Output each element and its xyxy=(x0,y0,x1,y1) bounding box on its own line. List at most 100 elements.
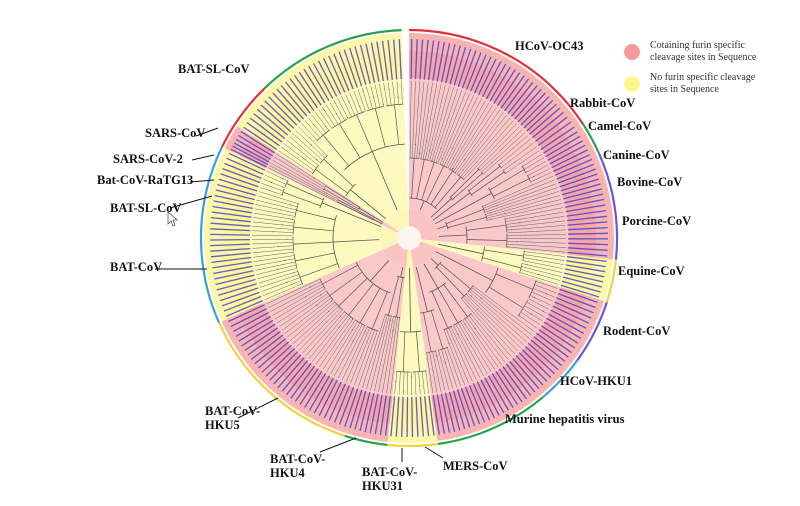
leaf-label-mark xyxy=(308,65,330,102)
leaf-label-mark xyxy=(235,315,272,337)
leaf-label-mark xyxy=(436,394,446,434)
tree-branch xyxy=(371,291,388,330)
tree-node xyxy=(325,126,327,128)
tree-branch xyxy=(522,260,564,269)
leaf-label-mark xyxy=(566,215,607,222)
tree-node xyxy=(452,147,454,149)
leaf-label-mark xyxy=(401,396,404,437)
tree-branch xyxy=(441,349,454,389)
tree-branch xyxy=(322,319,356,370)
leaf-label-mark xyxy=(370,42,380,83)
leaf-label-mark xyxy=(328,383,346,421)
tree-branch xyxy=(293,241,334,245)
tree-branch xyxy=(409,80,412,159)
tree-node xyxy=(301,283,303,285)
clade-ring-arc xyxy=(541,359,579,399)
clade-label: HCoV-OC43 xyxy=(515,39,584,53)
leaf-label-mark xyxy=(563,272,604,283)
tree-branch xyxy=(429,160,439,164)
tree-node xyxy=(491,162,493,164)
leaf-label-mark xyxy=(384,395,391,436)
tree-branch xyxy=(268,281,322,309)
leaf-label-mark xyxy=(298,71,322,106)
tree-node xyxy=(282,224,284,226)
tree-branch xyxy=(256,264,297,275)
leaf-label-mark xyxy=(224,162,262,180)
tree-branch xyxy=(299,307,341,351)
tree-branch xyxy=(411,158,415,199)
tree-branch xyxy=(374,315,392,392)
leaf-label-mark xyxy=(521,349,552,379)
leaf-label-mark xyxy=(359,391,371,432)
tree-node xyxy=(316,304,318,306)
tree-branch xyxy=(506,234,567,236)
leaf-label-mark xyxy=(557,168,596,184)
tree-branch xyxy=(366,86,373,110)
leaf-label-mark xyxy=(524,345,555,375)
tree-branch xyxy=(287,299,334,338)
tree-node xyxy=(446,346,448,349)
leaf-label-mark xyxy=(349,47,363,87)
tree-node xyxy=(452,168,454,170)
tree-node xyxy=(352,340,354,342)
tree-branch xyxy=(429,86,450,161)
leaf-label-mark xyxy=(537,121,572,146)
label-leader-line xyxy=(191,154,215,161)
tree-branch xyxy=(505,207,564,220)
leaf-label-mark xyxy=(510,85,538,117)
leaf-label-mark xyxy=(265,348,296,377)
tree-branch xyxy=(295,305,339,348)
tree-node xyxy=(538,274,540,276)
tree-branch xyxy=(468,290,527,343)
tree-branch xyxy=(412,81,416,159)
leaf-label-mark xyxy=(440,43,451,83)
tree-branch xyxy=(286,139,319,166)
tree-node xyxy=(496,204,498,207)
tree-branch xyxy=(274,156,326,188)
tree-node xyxy=(457,333,459,335)
leaf-label-mark xyxy=(470,54,487,92)
leaf-label-mark xyxy=(369,393,379,434)
tree-branch xyxy=(333,100,345,121)
tree-node xyxy=(419,385,421,387)
tree-branch xyxy=(449,102,490,170)
tree-branch xyxy=(356,114,373,152)
leaf-label-mark xyxy=(495,370,519,406)
tree-branch xyxy=(345,327,371,383)
tree-branch xyxy=(443,329,465,385)
leaf-label-mark xyxy=(556,163,595,180)
tree-branch xyxy=(362,314,386,388)
leaf-label-mark xyxy=(365,43,376,83)
tree-branch xyxy=(485,267,499,293)
tree-branch xyxy=(506,243,566,248)
leaf-label-mark xyxy=(452,390,466,430)
tree-branch xyxy=(486,199,562,219)
tree-branch xyxy=(525,161,547,173)
leaf-label-mark xyxy=(444,392,456,432)
leaf-label-mark xyxy=(220,173,259,188)
tree-branch xyxy=(481,246,485,261)
tree-branch xyxy=(383,83,388,106)
tree-branch xyxy=(396,81,399,105)
leaf-label-mark xyxy=(244,327,279,351)
tree-node xyxy=(504,218,506,220)
legend-furin-text-2: cleavage sites in Sequence xyxy=(650,52,757,63)
leaf-label-mark xyxy=(556,297,594,314)
tree-branch xyxy=(396,371,411,373)
tree-branch xyxy=(341,96,352,118)
tree-branch xyxy=(305,311,345,357)
tree-node xyxy=(289,204,292,206)
leaf-label-mark xyxy=(210,252,251,258)
tree-branch xyxy=(387,82,392,106)
leaf-label-mark xyxy=(213,265,253,275)
tree-branch xyxy=(448,168,457,174)
leaf-label-mark xyxy=(333,53,350,92)
tree-branch xyxy=(464,295,518,352)
leaf-label-mark xyxy=(567,251,608,257)
tree-branch xyxy=(420,309,435,314)
legend-no-furin-text-1: No furin specific cleavage xyxy=(650,72,756,83)
tree-branch xyxy=(319,197,325,209)
leaf-label-mark xyxy=(476,381,495,419)
tree-node xyxy=(292,251,294,253)
tree-branch xyxy=(470,313,509,360)
